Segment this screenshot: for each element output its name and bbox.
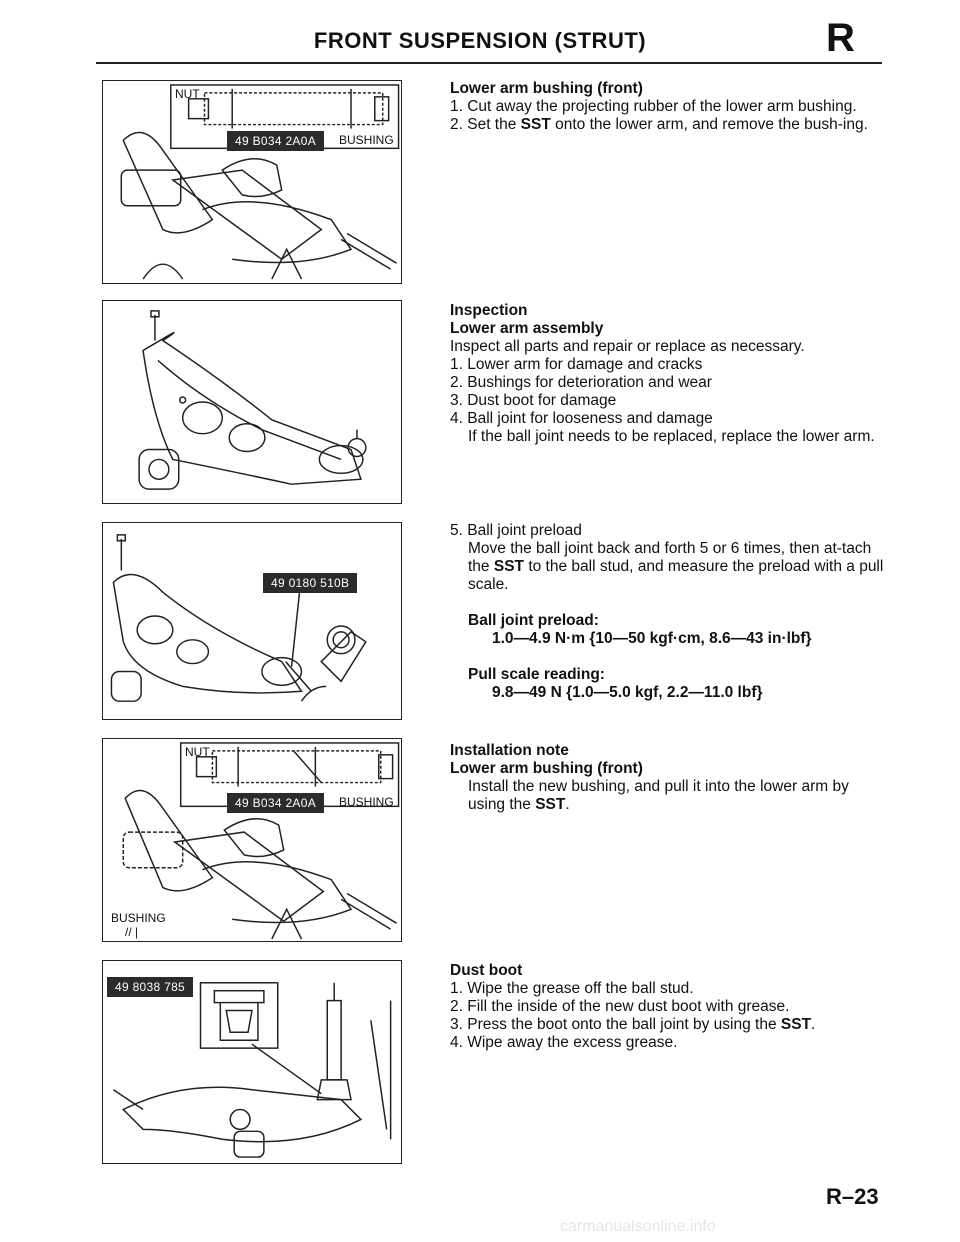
sst-tag-490180510b: 49 0180 510B	[263, 573, 358, 593]
dust-boot-step-3: 3. Press the boot onto the ball joint by…	[450, 1016, 816, 1033]
page-number: R–23	[826, 1184, 879, 1209]
nut-label: NUT	[185, 745, 210, 759]
section-heading: Lower arm bushing (front)	[450, 80, 643, 97]
bushing-label: BUSHING	[339, 133, 394, 147]
bushing-label-lower: BUSHING	[111, 911, 166, 925]
sst-tag-498038785: 49 8038 785	[107, 977, 194, 997]
step-2: 2. Set the SST onto the lower arm, and r…	[450, 116, 868, 133]
section-subheading: Lower arm bushing (front)	[450, 760, 643, 777]
inspection-item-4-note: If the ball joint needs to be replaced, …	[468, 428, 875, 445]
figure-bushing-installation: NUT 49 B034 2A0A BUSHING BUSHING // |	[102, 738, 402, 942]
section-heading: Dust boot	[450, 962, 523, 979]
bushing-mark: // |	[125, 925, 139, 939]
dust-boot-step-2: 2. Fill the inside of the new dust boot …	[450, 998, 790, 1015]
scale-spec-value: 9.8—49 N {1.0—5.0 kgf, 2.2—11.0 lbf}	[492, 684, 763, 701]
section-inspection: Inspection Lower arm assembly Inspect al…	[450, 302, 890, 446]
watermark: carmanualsonline.info	[560, 1218, 716, 1235]
figure-ball-joint-preload: 49 0180 510B	[102, 522, 402, 720]
header-rule	[96, 62, 882, 64]
section-letter: R	[826, 16, 855, 60]
nut-label: NUT	[175, 87, 200, 101]
section-dust-boot: Dust boot 1. Wipe the grease off the bal…	[450, 962, 890, 1052]
inspection-item-2: 2. Bushings for deterioration and wear	[450, 374, 712, 391]
section-lower-arm-bushing-removal: Lower arm bushing (front) 1. Cut away th…	[450, 80, 890, 134]
inspection-item-3: 3. Dust boot for damage	[450, 392, 617, 409]
preload-spec-label: Ball joint preload:	[468, 612, 599, 629]
sst-tag-49b0342a0a: 49 B034 2A0A	[227, 793, 324, 813]
installation-description: Install the new bushing, and pull it int…	[468, 778, 849, 813]
dust-boot-illustration	[112, 982, 392, 1158]
inspection-intro: Inspect all parts and repair or replace …	[450, 338, 805, 355]
inspection-item-1: 1. Lower arm for damage and cracks	[450, 356, 703, 373]
bushing-label: BUSHING	[339, 795, 394, 809]
section-ball-joint-preload: 5. Ball joint preload Move the ball join…	[450, 522, 890, 702]
preload-spec-value: 1.0—4.9 N·m {10—50 kgf·cm, 8.6—43 in·lbf…	[492, 630, 812, 647]
inspection-item-5: 5. Ball joint preload	[450, 522, 582, 539]
lower-arm-illustration	[138, 310, 367, 490]
page-title: FRONT SUSPENSION (STRUT)	[313, 28, 647, 53]
preload-description: Move the ball joint back and forth 5 or …	[468, 540, 884, 593]
scale-spec-label: Pull scale reading:	[468, 666, 605, 683]
dust-boot-step-1: 1. Wipe the grease off the ball stud.	[450, 980, 694, 997]
figure-bushing-removal: NUT 49 B034 2A0A BUSHING	[102, 80, 402, 284]
inspection-item-4: 4. Ball joint for looseness and damage	[450, 410, 713, 427]
section-heading: Installation note	[450, 742, 569, 759]
step-1: 1. Cut away the projecting rubber of the…	[450, 98, 857, 115]
section-heading: Inspection	[450, 302, 528, 319]
section-subheading: Lower arm assembly	[450, 320, 604, 337]
section-installation-note: Installation note Lower arm bushing (fro…	[450, 742, 890, 814]
sst-tag-49b0342a0a: 49 B034 2A0A	[227, 131, 324, 151]
dust-boot-step-4: 4. Wipe away the excess grease.	[450, 1034, 678, 1051]
figure-lower-arm	[102, 300, 402, 504]
bushing-removal-illustration	[120, 84, 400, 280]
figure-dust-boot: 49 8038 785	[102, 960, 402, 1164]
ball-joint-preload-illustration	[110, 534, 367, 702]
